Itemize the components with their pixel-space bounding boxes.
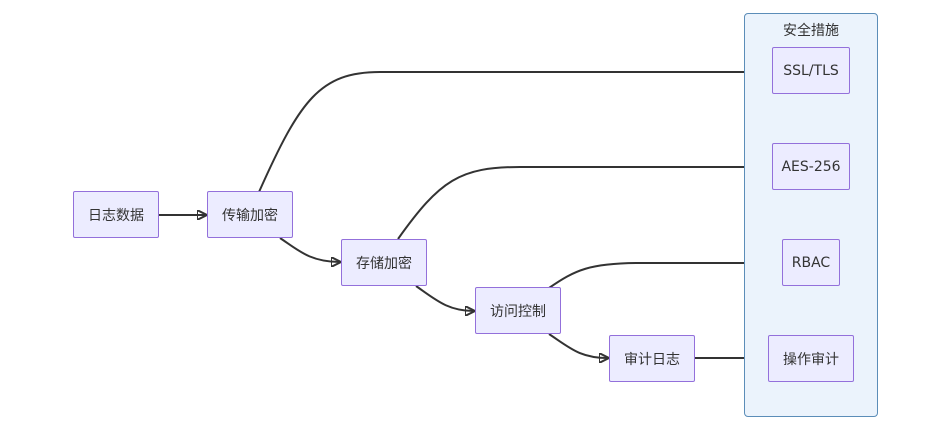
edge-transport-encryption-to-ssl-tls: [258, 72, 770, 193]
node-aes-256[interactable]: AES-256: [772, 143, 850, 190]
node-operation-audit-label: 操作审计: [783, 351, 839, 368]
node-storage-encryption[interactable]: 存储加密: [341, 239, 427, 286]
node-transport-encryption-label: 传输加密: [222, 207, 278, 224]
node-rbac[interactable]: RBAC: [782, 239, 840, 286]
node-rbac-label: RBAC: [791, 254, 831, 271]
node-transport-encryption[interactable]: 传输加密: [207, 191, 293, 238]
node-aes-256-label: AES-256: [781, 158, 841, 175]
node-operation-audit[interactable]: 操作审计: [768, 335, 854, 382]
node-access-control[interactable]: 访问控制: [475, 287, 561, 334]
edge-storage-encryption-to-aes-256: [397, 167, 770, 240]
node-log-data[interactable]: 日志数据: [73, 191, 159, 238]
node-access-control-label: 访问控制: [490, 303, 546, 320]
edge-access-control-to-audit-log: [548, 333, 608, 358]
node-audit-log-label: 审计日志: [624, 351, 680, 368]
node-audit-log[interactable]: 审计日志: [609, 335, 695, 382]
node-log-data-label: 日志数据: [88, 207, 144, 224]
security-measures-group-title: 安全措施: [783, 23, 839, 39]
edge-storage-encryption-to-access-control: [415, 285, 474, 311]
node-ssl-tls-label: SSL/TLS: [783, 62, 839, 79]
node-ssl-tls[interactable]: SSL/TLS: [772, 47, 850, 94]
edge-transport-encryption-to-storage-encryption: [279, 237, 340, 262]
node-storage-encryption-label: 存储加密: [356, 255, 412, 272]
